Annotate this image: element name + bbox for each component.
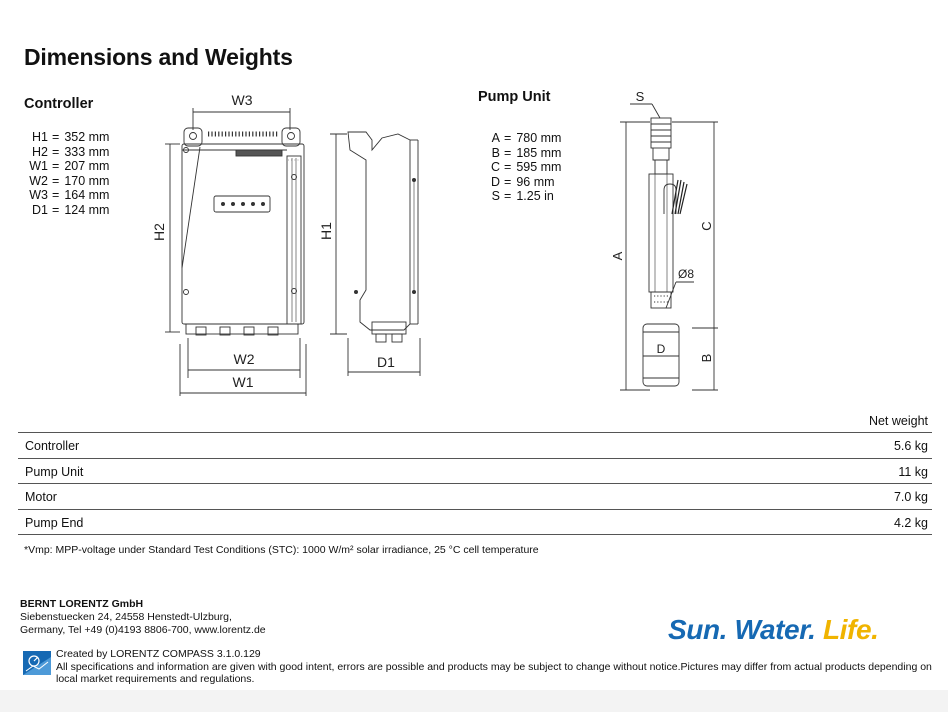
spec-value: 124 mm <box>64 202 110 217</box>
spec-row-w1: W1=207 mm <box>26 159 109 174</box>
controller-side-drawing: H1 D1 <box>318 131 421 376</box>
spec-value: 185 mm <box>516 145 562 160</box>
label-b: B <box>699 354 714 363</box>
spec-key: H2 <box>32 144 48 159</box>
spec-value: 164 mm <box>64 188 110 203</box>
company-address-line2: Germany, Tel +49 (0)4193 8806-700, www.l… <box>20 624 266 636</box>
slogan-part2: Life. <box>822 614 879 645</box>
bottom-bar <box>0 690 948 712</box>
label-c: C <box>699 221 714 230</box>
footer-text: Created by LORENTZ COMPASS 3.1.0.129 All… <box>56 648 936 686</box>
controller-front-drawing: W3 H2 W2 W1 <box>151 92 307 396</box>
controller-specs: H1=352 mm H2=333 mm W1=207 mm W2=170 mm … <box>26 130 109 218</box>
table-row: Pump End 4.2 kg <box>18 510 932 535</box>
company-info: BERNT LORENTZ GmbH Siebenstuecken 24, 24… <box>20 598 266 637</box>
spec-value: 595 mm <box>516 160 562 175</box>
row-name: Pump End <box>25 515 84 530</box>
pump-unit-drawing: S A C B Ø8 D <box>610 89 718 391</box>
spec-value: 1.25 in <box>516 189 554 204</box>
slogan-part1: Sun. Water. <box>668 614 823 645</box>
spec-row-c: C=595 mm <box>490 160 562 175</box>
label-w1: W1 <box>233 374 254 390</box>
net-weight-header-label: Net weight <box>868 414 928 428</box>
spec-value: 352 mm <box>64 130 110 144</box>
spec-key: D <box>490 174 500 189</box>
spec-key: A <box>491 131 500 145</box>
created-by: Created by LORENTZ COMPASS 3.1.0.129 <box>56 648 261 660</box>
label-w2: W2 <box>234 351 255 367</box>
company-address-line1: Siebenstuecken 24, 24558 Henstedt-Ulzbur… <box>20 611 232 623</box>
spec-key: C <box>490 160 500 175</box>
label-h1: H1 <box>318 222 334 240</box>
spec-value: 333 mm <box>64 144 110 159</box>
compass-logo-icon <box>23 651 51 675</box>
net-weight-header: Net weight <box>18 410 932 433</box>
table-row: Controller 5.6 kg <box>18 433 932 459</box>
spec-row-a: A=780 mm <box>491 131 562 145</box>
label-d: D <box>657 342 666 356</box>
label-h2: H2 <box>151 223 167 241</box>
page-title: Dimensions and Weights <box>24 44 293 70</box>
company-name: BERNT LORENTZ GmbH <box>20 598 144 610</box>
label-a: A <box>610 251 625 260</box>
label-diameter: Ø8 <box>678 267 694 281</box>
table-row: Motor 7.0 kg <box>18 484 932 510</box>
pump-unit-specs: A=780 mm B=185 mm C=595 mm D=96 mm S=1.2… <box>490 131 562 204</box>
row-name: Motor <box>25 490 57 504</box>
spec-row-h1: H1=352 mm <box>26 130 109 145</box>
spec-row-b: B=185 mm <box>491 145 562 160</box>
spec-key: B <box>491 145 500 160</box>
spec-key: D1 <box>32 202 48 217</box>
row-name: Pump Unit <box>25 464 84 479</box>
spec-key: W1 <box>29 159 48 174</box>
row-weight: 11 kg <box>898 464 928 479</box>
brand-slogan: Sun. Water. Life. <box>668 614 879 646</box>
row-weight: 7.0 kg <box>893 490 928 504</box>
spec-key: W2 <box>29 173 48 188</box>
disclaimer: All specifications and information are g… <box>56 660 932 686</box>
spec-value: 170 mm <box>64 173 110 188</box>
footnote: *Vmp: MPP-voltage under Standard Test Co… <box>24 544 539 556</box>
spec-row-w3: W3=164 mm <box>26 188 109 203</box>
label-s: S <box>636 89 645 104</box>
spec-value: 780 mm <box>516 131 562 145</box>
label-d1: D1 <box>377 354 395 370</box>
spec-row-s: S=1.25 in <box>491 189 554 204</box>
row-name: Controller <box>25 439 80 453</box>
spec-row-d1: D1=124 mm <box>26 203 109 218</box>
controller-section-title: Controller <box>24 96 94 112</box>
spec-key: S <box>491 189 500 204</box>
row-weight: 4.2 kg <box>893 515 928 530</box>
spec-value: 207 mm <box>64 159 110 174</box>
spec-row-d: D=96 mm <box>490 174 555 189</box>
spec-value: 96 mm <box>516 174 555 189</box>
spec-row-w2: W2=170 mm <box>26 174 109 189</box>
pump-unit-section-title: Pump Unit <box>478 89 551 105</box>
row-weight: 5.6 kg <box>893 439 928 453</box>
spec-row-h2: H2=333 mm <box>26 145 109 160</box>
table-row: Pump Unit 11 kg <box>18 459 932 484</box>
spec-key: W3 <box>29 188 48 203</box>
label-w3: W3 <box>232 92 253 108</box>
net-weight-table: Net weight Controller 5.6 kg Pump Unit 1… <box>18 410 932 535</box>
spec-key: H1 <box>32 130 48 144</box>
